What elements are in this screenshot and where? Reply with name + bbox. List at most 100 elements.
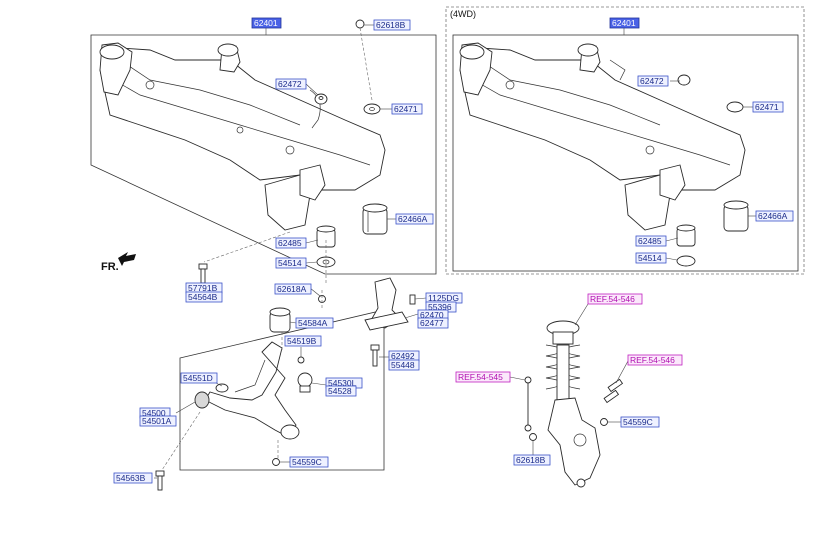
svg-text:54514: 54514 [638,253,662,263]
label-62472[interactable]: 62472 [275,78,307,90]
crossmember-right [459,42,746,231]
label-62477[interactable]: 62477 [417,317,449,329]
bolt-62492 [370,344,380,367]
mount-62471-4wd [726,101,744,113]
stabilizer-link [524,376,532,432]
label-54514[interactable]: 54514 [275,257,307,269]
bushing-54584A [269,307,291,333]
label-54584A[interactable]: 54584A [295,317,334,329]
label-62618B-strut[interactable]: 62618B [513,454,551,466]
bolt-57791B [198,263,208,284]
bushing-54551D [215,383,229,393]
svg-text:REF.54-546: REF.54-546 [590,294,635,304]
svg-text:62471: 62471 [394,104,418,114]
svg-text:62472: 62472 [278,79,302,89]
label-62471-4wd[interactable]: 62471 [752,101,784,113]
svg-text:1125DG: 1125DG [428,293,459,303]
label-54551D[interactable]: 54551D [180,372,218,384]
svg-text:54500: 54500 [142,408,166,418]
svg-text:54564B: 54564B [188,292,218,302]
label-55448[interactable]: 55448 [388,359,420,371]
label-62618A[interactable]: 62618A [274,283,312,295]
ref-54-546-top[interactable]: REF.54-546 [587,293,643,305]
4wd-inner-frame [452,34,799,272]
bushing-62485-4wd [676,224,696,247]
ball-joint-54530L [297,372,313,393]
4wd-note: (4WD) [450,9,476,19]
ref-54-546-right[interactable]: REF.54-546 [627,354,683,366]
label-62485-4wd[interactable]: 62485 [635,235,667,247]
svg-text:54501A: 54501A [142,416,172,426]
nut-62618B-strut [529,433,537,441]
svg-text:62492: 62492 [391,351,415,361]
bushing-62466A-4wd [723,200,749,232]
label-62401-4wd[interactable]: 62401 [609,17,640,29]
label-62618B-top[interactable]: 62618B [373,19,411,31]
svg-text:62471: 62471 [755,102,779,112]
4wd-outer-frame [445,6,805,275]
svg-text:62485: 62485 [638,236,662,246]
label-54559C-left[interactable]: 54559C [289,456,329,468]
svg-text:62401: 62401 [612,18,636,28]
mount-62472-4wd [677,74,691,86]
label-54501A[interactable]: 54501A [139,415,177,427]
front-arrow-icon [118,252,136,266]
bolt-1125DG [409,294,416,305]
svg-text:62485: 62485 [278,238,302,248]
svg-text:54563B: 54563B [116,473,146,483]
mount-62472 [314,93,328,105]
stabilizer-bracket-62470 [364,277,409,331]
washer-54514-4wd [676,255,696,267]
label-62466A[interactable]: 62466A [395,213,434,225]
svg-text:54519B: 54519B [287,336,317,346]
bolt-54563B [155,470,165,491]
svg-text:62470: 62470 [420,310,444,320]
svg-text:54584A: 54584A [298,318,328,328]
svg-text:54514: 54514 [278,258,302,268]
svg-text:62401: 62401 [254,18,278,28]
svg-text:REF.54-545: REF.54-545 [458,372,503,382]
nut-54559C-strut [600,418,608,426]
label-54519B[interactable]: 54519B [284,335,322,347]
label-54559C-strut[interactable]: 54559C [620,416,660,428]
svg-text:54551D: 54551D [183,373,213,383]
svg-text:55448: 55448 [391,360,415,370]
svg-text:62466A: 62466A [398,214,428,224]
label-62485[interactable]: 62485 [275,237,307,249]
svg-text:62618B: 62618B [376,20,406,30]
bushing-62466A [362,203,388,235]
svg-text:54559C: 54559C [623,417,653,427]
label-54514-4wd[interactable]: 54514 [635,252,667,264]
nut-62618B-top [355,19,365,29]
label-62471[interactable]: 62471 [391,103,423,115]
svg-text:54559C: 54559C [292,457,322,467]
crossmember-frame [90,34,437,275]
bushing-62485 [316,225,336,248]
label-54528[interactable]: 54528 [325,385,357,397]
mount-62471 [363,103,381,115]
svg-text:REF.54-546: REF.54-546 [630,355,675,365]
svg-text:57791B: 57791B [188,283,218,293]
label-54563B[interactable]: 54563B [113,472,153,484]
nut-54559C [272,458,280,466]
svg-text:62466A: 62466A [758,211,788,221]
ref-54-545-left[interactable]: REF.54-545 [455,371,511,383]
svg-text:54530L: 54530L [328,378,357,388]
svg-text:62618A: 62618A [277,284,307,294]
bolt-strut [603,378,624,404]
lower-control-arm [194,341,300,440]
svg-text:54528: 54528 [328,386,352,396]
label-62401[interactable]: 62401 [251,17,282,29]
svg-text:62472: 62472 [640,76,664,86]
bolt-54519B [297,356,305,364]
strut-assembly [545,320,601,488]
label-62472-4wd[interactable]: 62472 [637,75,669,87]
svg-text:55396: 55396 [428,302,452,312]
svg-text:62618B: 62618B [516,455,546,465]
label-62466A-4wd[interactable]: 62466A [755,210,794,222]
fr-label: FR. [101,261,119,273]
crossmember-left [99,42,386,231]
label-54564B[interactable]: 54564B [185,291,223,303]
svg-text:62477: 62477 [420,318,444,328]
